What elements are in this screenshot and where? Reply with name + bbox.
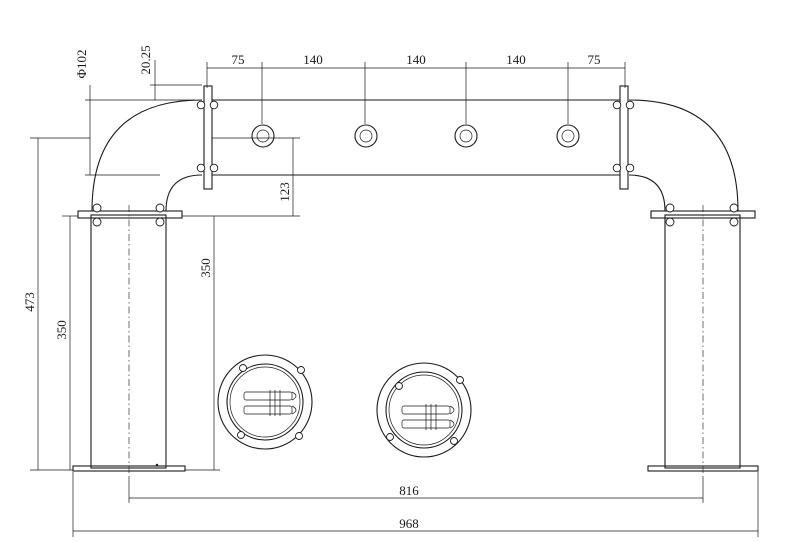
dim-label-column-height-outer: 350 xyxy=(54,320,69,340)
bridge-bolt-icon xyxy=(196,163,206,173)
flange-detail-left xyxy=(217,354,313,450)
flange-outer-circle xyxy=(376,362,472,458)
dim-label-tap-spacing-2: 140 xyxy=(303,52,323,67)
bridge-bolt-icon xyxy=(612,163,622,173)
left-flange-bolt-icon xyxy=(92,203,102,213)
left-column-body xyxy=(90,214,167,469)
right-column-body xyxy=(664,214,741,469)
dim-label-tap-spacing-5: 75 xyxy=(588,52,601,67)
dim-label-total-width: 968 xyxy=(399,516,419,531)
dim-label-tap-spacing-4: 140 xyxy=(506,52,526,67)
left-base-dot xyxy=(155,463,159,467)
tap-holes xyxy=(251,124,580,148)
bridge-pipe xyxy=(196,85,635,190)
right-bridge-flange xyxy=(619,85,629,190)
flange-detail-right xyxy=(376,362,472,458)
dim-label-bridge-height: 123 xyxy=(277,182,292,202)
dimension-lines xyxy=(30,60,759,537)
left-column xyxy=(72,203,186,476)
bridge-bolt-icon xyxy=(209,163,219,173)
bridge-bolt-icon xyxy=(196,100,206,110)
right-flange-bolt-icon xyxy=(729,203,739,213)
right-elbow xyxy=(628,99,739,212)
left-elbow xyxy=(91,99,203,212)
tap-hole-icon xyxy=(354,124,378,148)
left-base-plate xyxy=(72,465,186,472)
right-elbow-outer xyxy=(628,99,739,212)
dim-label-total-height: 473 xyxy=(22,292,37,312)
right-column xyxy=(647,203,759,476)
dim-label-tap-spacing-3: 140 xyxy=(406,52,426,67)
left-elbow-inner xyxy=(165,174,203,212)
left-bridge-flange xyxy=(203,85,213,190)
dimension-labels: 75 140 140 140 75 Φ102 20.25 123 350 473… xyxy=(22,45,601,531)
right-flange-bolt-icon xyxy=(665,217,675,227)
right-elbow-inner xyxy=(628,174,666,212)
left-elbow-outer xyxy=(91,99,203,212)
left-flange-bolt-icon xyxy=(155,203,165,213)
tap-hole-icon xyxy=(454,124,478,148)
dim-label-column-height-inner: 350 xyxy=(198,258,213,278)
right-top-flange xyxy=(650,210,756,219)
left-top-flange xyxy=(77,210,183,219)
flange-outer-circle xyxy=(217,354,313,450)
bridge-bolt-icon xyxy=(625,100,635,110)
bridge-bolt-icon xyxy=(612,100,622,110)
dim-label-tap-spacing-1: 75 xyxy=(232,52,245,67)
left-flange-bolt-icon xyxy=(155,217,165,227)
tap-hole-icon xyxy=(556,124,580,148)
dim-label-diameter: Φ102 xyxy=(74,49,89,78)
dim-label-column-spacing: 816 xyxy=(399,483,419,498)
left-flange-bolt-icon xyxy=(92,217,102,227)
hose-fittings-icon xyxy=(401,404,455,430)
tap-hole-icon xyxy=(251,124,275,148)
right-base-plate xyxy=(647,465,759,472)
bridge-bolt-icon xyxy=(209,100,219,110)
bridge-bolt-icon xyxy=(625,163,635,173)
dim-label-flange-offset: 20.25 xyxy=(138,45,153,74)
hose-fittings-icon xyxy=(243,390,297,416)
right-flange-bolt-icon xyxy=(665,203,675,213)
right-flange-bolt-icon xyxy=(729,217,739,227)
